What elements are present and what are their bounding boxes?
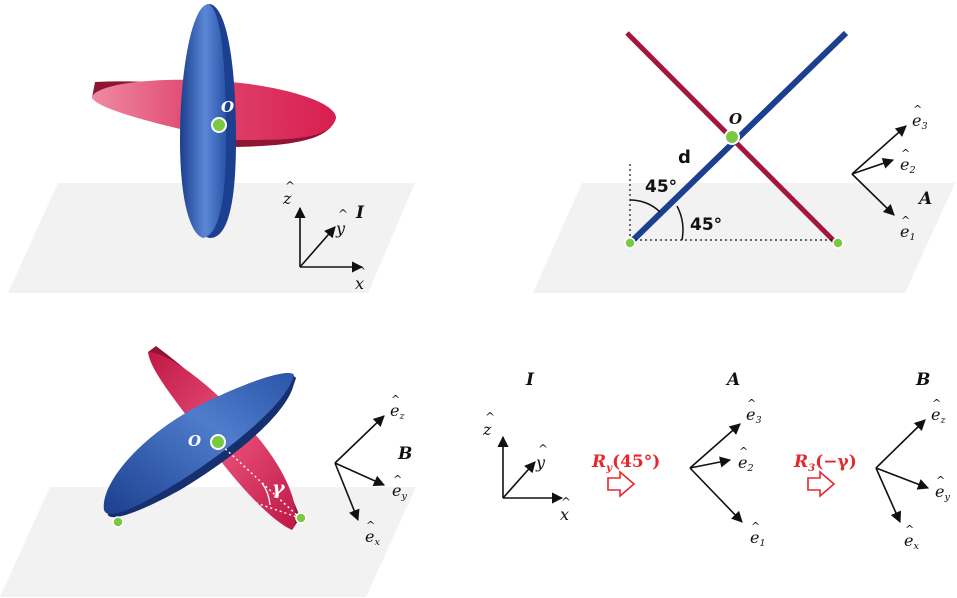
panel-top-left: O ^ z ^ y ^ x I <box>8 4 415 293</box>
axis-x-label: x <box>560 505 569 524</box>
base-point-right <box>832 237 844 249</box>
svg-text:e1: e1 <box>900 222 916 243</box>
axis-z-label: z <box>282 189 292 208</box>
origin-point <box>211 117 227 133</box>
ey-label: e <box>392 481 401 500</box>
base-point-left <box>112 516 124 528</box>
svg-text:e2: e2 <box>738 453 754 474</box>
panel-bottom-right: I A B ^ z ^ y ^ x Ry(45°) e3 ^ e2 ^ e1 <box>482 370 950 552</box>
svg-text:^: ^ <box>538 442 548 456</box>
svg-text:e3: e3 <box>746 405 762 426</box>
svg-text:e2: e2 <box>900 155 916 176</box>
e1-label: e <box>900 222 909 241</box>
e1-label: e <box>750 528 759 547</box>
svg-text:ex: ex <box>904 531 919 552</box>
ex-label: e <box>365 527 374 546</box>
svg-text:^: ^ <box>391 393 400 406</box>
svg-text:^: ^ <box>747 397 756 410</box>
angle-label-1: 45° <box>645 177 677 197</box>
e3-label: e <box>746 405 755 424</box>
svg-text:ez: ez <box>931 405 946 426</box>
frame-B-axes: ez ^ B ey ^ ex ^ <box>334 393 412 548</box>
svg-text:^: ^ <box>366 519 375 532</box>
rotation-1-label: Ry(45°) <box>591 452 660 474</box>
gamma-line <box>217 441 301 519</box>
svg-text:e3: e3 <box>912 111 928 132</box>
svg-text:^: ^ <box>905 523 914 536</box>
e2-label: e <box>738 453 747 472</box>
svg-text:^: ^ <box>751 520 760 533</box>
svg-text:^: ^ <box>285 179 295 193</box>
base-point-left <box>624 237 636 249</box>
blue-disk <box>180 4 236 238</box>
svg-text:ey: ey <box>392 481 407 502</box>
frame-I-label: I <box>355 203 365 223</box>
svg-text:^: ^ <box>913 103 922 116</box>
ground-plane <box>0 487 416 597</box>
origin-label: O <box>188 432 201 450</box>
panel-top-right: 45° 45° d O e3 ^ e2 ^ A e1 ^ <box>533 30 955 293</box>
ez-label: e <box>931 405 940 424</box>
svg-text:^: ^ <box>901 147 910 160</box>
svg-text:^: ^ <box>561 495 571 509</box>
svg-text:^: ^ <box>932 397 941 410</box>
frame-B-axes: ez ^ ey ^ ex ^ <box>875 397 950 552</box>
rotation-1-arrow <box>607 470 636 498</box>
frame-B-title: B <box>915 370 930 390</box>
origin-point <box>210 434 226 450</box>
distance-label: d <box>678 147 691 168</box>
angle-label-2: 45° <box>690 215 722 235</box>
axis-x-label: x <box>355 274 364 293</box>
blue-disk <box>103 373 296 518</box>
svg-text:^: ^ <box>936 474 945 487</box>
axis-y-label: y <box>535 453 546 472</box>
svg-text:ex: ex <box>365 527 380 548</box>
svg-text:ez: ez <box>390 401 405 422</box>
gamma-label: γ <box>272 477 286 499</box>
frame-A-axes: e3 ^ e2 ^ A e1 ^ <box>851 103 932 243</box>
ey-label: e <box>935 482 944 501</box>
rotation-2-arrow <box>807 470 836 498</box>
frame-I-axes: ^ z ^ y ^ x <box>482 410 571 524</box>
angle-arc-1 <box>629 199 661 213</box>
angle-arc-2 <box>676 205 684 241</box>
rotation-2-label: R3(−γ) <box>793 452 857 474</box>
origin-point <box>724 129 740 145</box>
frame-I-title: I <box>525 370 535 390</box>
e2-label: e <box>900 155 909 174</box>
svg-text:^: ^ <box>485 410 495 424</box>
ground-plane <box>8 183 415 293</box>
ez-label: e <box>390 401 399 420</box>
frame-B-label: B <box>397 444 412 464</box>
frame-A-label: A <box>917 189 932 209</box>
axis-z-label: z <box>482 420 492 439</box>
origin-label: O <box>729 110 742 128</box>
svg-text:^: ^ <box>356 264 366 278</box>
svg-text:ey: ey <box>935 482 950 503</box>
frame-I-axes: ^ z ^ y ^ x I <box>282 179 366 293</box>
ground-plane <box>533 183 955 293</box>
svg-text:^: ^ <box>393 473 402 486</box>
panel-bottom-left: γ O ez ^ B ey ^ ex ^ <box>0 346 416 597</box>
svg-text:^: ^ <box>739 445 748 458</box>
svg-text:^: ^ <box>901 214 910 227</box>
frame-A-title: A <box>725 370 740 390</box>
axis-y-label: y <box>335 219 346 238</box>
base-point-right <box>295 512 307 524</box>
e3-label: e <box>912 111 921 130</box>
origin-label: O <box>221 98 234 116</box>
svg-text:^: ^ <box>338 207 348 221</box>
svg-text:e1: e1 <box>750 528 766 549</box>
frame-A-axes: e3 ^ e2 ^ e1 ^ <box>689 397 766 549</box>
gamma-arc <box>261 482 271 506</box>
ex-label: e <box>904 531 913 550</box>
